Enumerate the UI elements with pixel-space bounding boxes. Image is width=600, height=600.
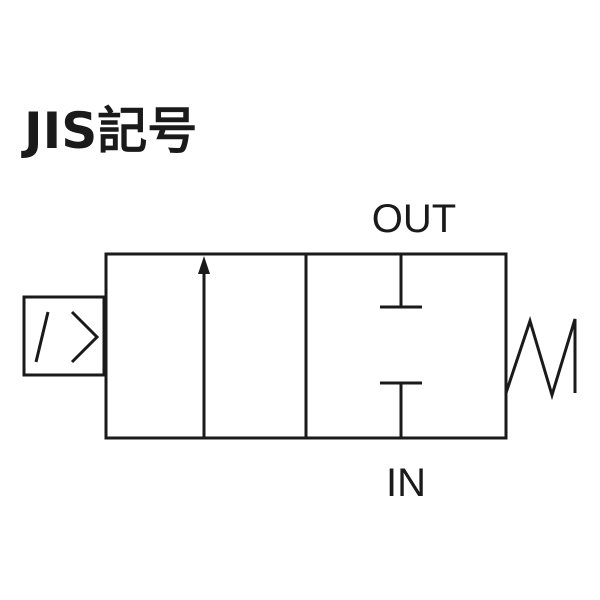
out-port-label: OUT	[372, 197, 456, 241]
solenoid-actuator	[22, 295, 106, 377]
solenoid-box	[22, 295, 106, 377]
return-spring	[504, 316, 577, 401]
in-port-label: IN	[386, 461, 426, 505]
right-position-blocked	[380, 254, 422, 438]
flow-arrow-head	[198, 256, 210, 274]
solenoid-coil-slash	[34, 311, 50, 363]
solenoid-coil-chevron	[70, 310, 100, 364]
valve-body	[104, 252, 508, 440]
page-title: JIS記号	[24, 102, 198, 160]
left-position-flow	[198, 256, 210, 438]
